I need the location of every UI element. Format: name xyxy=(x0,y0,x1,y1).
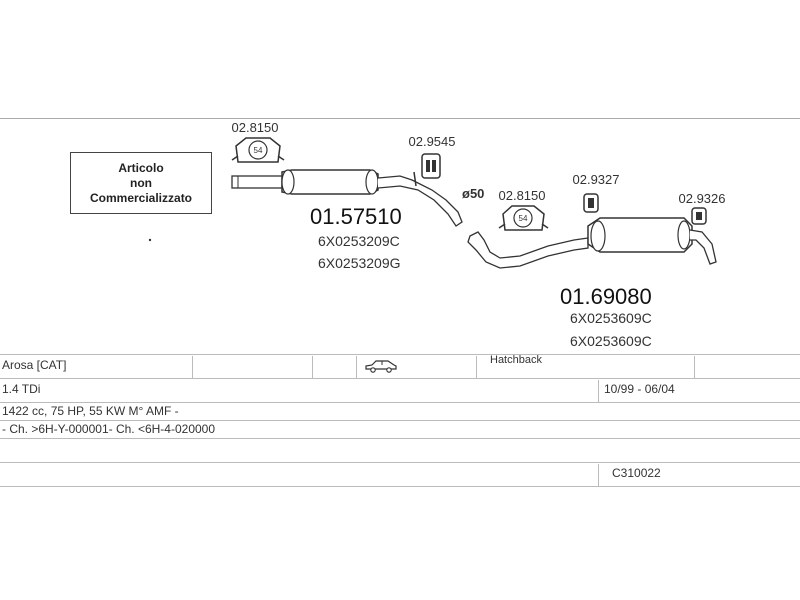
note-line-1: Articolo xyxy=(118,160,164,175)
front-silencer-shape xyxy=(231,169,463,227)
car-icon xyxy=(364,358,398,377)
table-line xyxy=(0,420,800,421)
front-clamp-label: 02.8150 xyxy=(232,120,279,135)
rear-clamp-icon xyxy=(498,205,549,231)
top-divider xyxy=(0,118,800,119)
rear-silencer-shape xyxy=(467,217,717,269)
front-hanger-icon xyxy=(421,153,441,179)
table-line xyxy=(0,462,800,463)
vehicle-spec: 1422 cc, 75 HP, 55 KW M° AMF - xyxy=(2,404,179,418)
front-clamp-icon xyxy=(231,137,285,163)
vehicle-body: Hatchback xyxy=(490,354,542,366)
rear-hanger-2-label: 02.9326 xyxy=(679,191,726,206)
rear-hanger-1-label: 02.9327 xyxy=(573,172,620,187)
rear-hanger-2-icon xyxy=(691,207,707,225)
rear-clamp-label: 02.8150 xyxy=(499,188,546,203)
table-row-spec: 1422 cc, 75 HP, 55 KW M° AMF - xyxy=(0,404,800,420)
front-clamp-size: 54 xyxy=(254,146,263,155)
front-oe-code-2: 6X0253209G xyxy=(318,255,401,271)
table-line xyxy=(0,402,800,403)
table-line xyxy=(0,438,800,439)
not-commercialized-note: Articolo non Commercializzato xyxy=(70,152,212,214)
catalog-code: C310022 xyxy=(612,466,661,480)
vehicle-chassis: - Ch. >6H-Y-000001- Ch. <6H-4-020000 xyxy=(2,422,216,436)
front-silencer-number: 01.57510 xyxy=(310,204,402,229)
table-line xyxy=(0,354,800,355)
table-row-chassis: - Ch. >6H-Y-000001- Ch. <6H-4-020000 xyxy=(0,422,800,438)
dot-mark xyxy=(148,238,152,242)
table-row-engine: 1.4 TDi 10/99 - 06/04 xyxy=(0,380,800,402)
vehicle-engine: 1.4 TDi xyxy=(2,382,41,396)
rear-hanger-1-icon xyxy=(583,193,599,213)
table-line xyxy=(0,486,800,487)
note-line-3: Commercializzato xyxy=(89,190,193,205)
front-oe-code-1: 6X0253209C xyxy=(318,233,400,249)
rear-oe-code-1: 6X0253609C xyxy=(570,310,652,326)
vehicle-model: Arosa [CAT] xyxy=(2,358,67,372)
vehicle-years: 10/99 - 06/04 xyxy=(604,382,675,396)
rear-silencer-number: 01.69080 xyxy=(560,284,652,309)
front-hanger-label: 02.9545 xyxy=(409,134,456,149)
note-line-2: non xyxy=(130,175,152,190)
rear-clamp-size: 54 xyxy=(519,214,528,223)
pipe-diameter: ø50 xyxy=(462,186,484,201)
table-row-code: C310022 xyxy=(0,464,800,486)
rear-oe-code-2: 6X0253609C xyxy=(570,333,652,349)
table-row-model: Arosa [CAT] Hatchback xyxy=(0,354,800,378)
table-line xyxy=(0,378,800,379)
